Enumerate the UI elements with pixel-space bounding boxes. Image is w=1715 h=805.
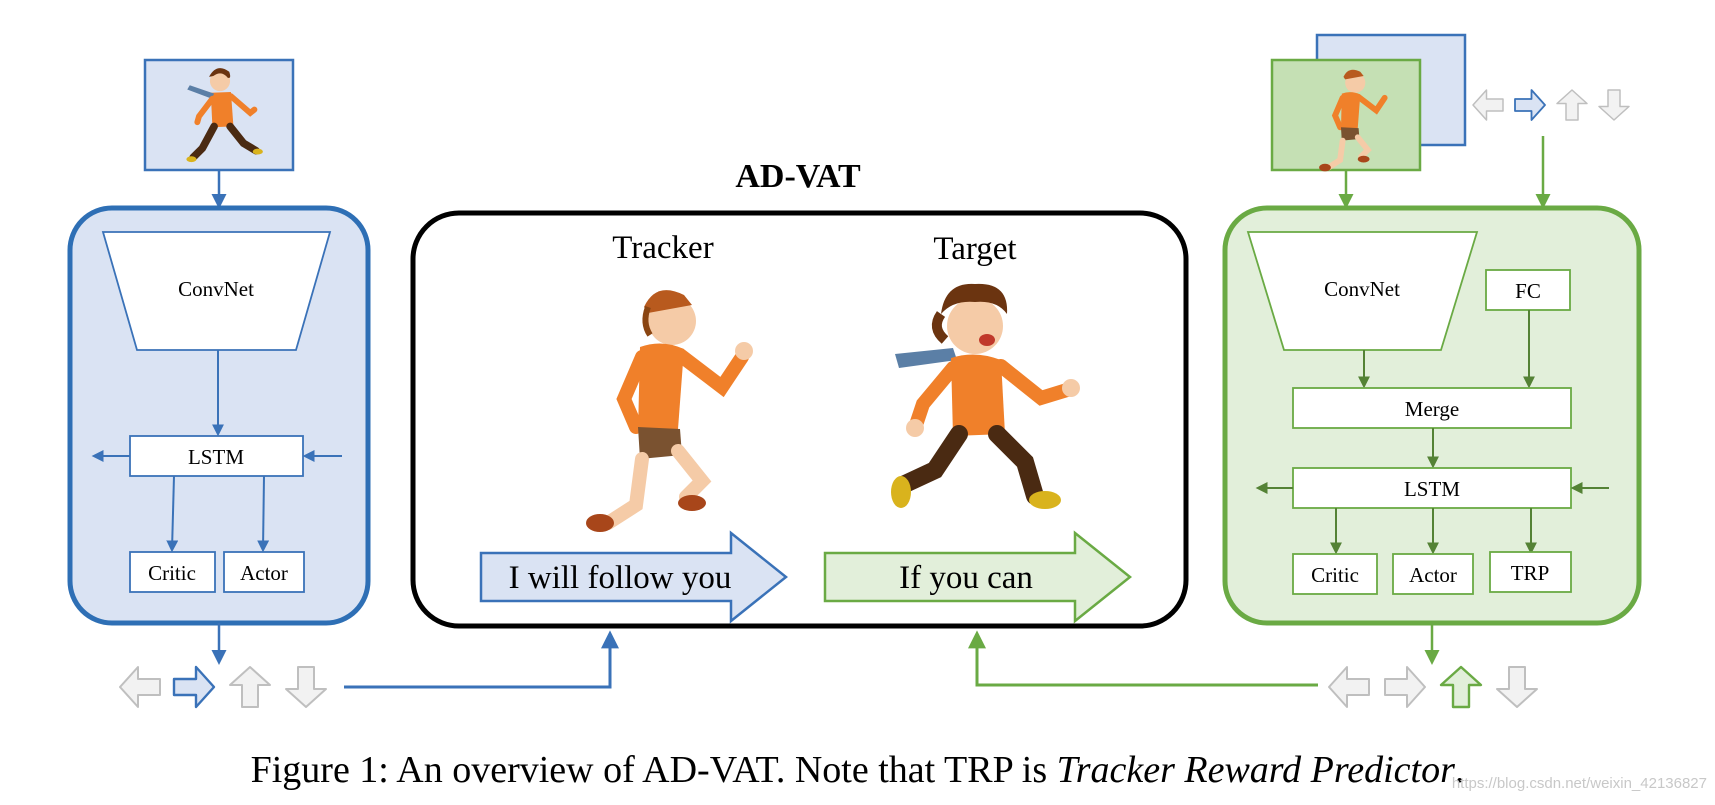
tracker-actor-block	[223, 551, 305, 593]
caption-prefix: Figure 1: An overview of AD-VAT. Note th…	[250, 749, 1057, 791]
tracker-speech-arrow	[479, 530, 789, 624]
action-right-arrow-icon	[1514, 89, 1546, 121]
target-agent-label: Target	[933, 231, 1016, 267]
target-actor-label: Actor	[1409, 563, 1457, 587]
target-convnet-block	[1246, 231, 1479, 351]
environment: AD-VAT Tracker Target	[410, 158, 1189, 629]
target-runner-icon	[891, 283, 1080, 509]
target-lstm-label: LSTM	[1404, 477, 1460, 501]
target-trp-block	[1489, 551, 1572, 593]
tracker-action-to-env-connector	[344, 630, 619, 689]
caption-suffix: .	[1454, 749, 1465, 791]
action-up-arrow-icon	[1556, 89, 1588, 121]
action-right-arrow-icon	[172, 665, 216, 709]
tracker-critic-label: Critic	[148, 561, 196, 585]
action-left-arrow-icon	[119, 666, 161, 708]
target-merge-block	[1292, 387, 1572, 429]
tracker-actor-label: Actor	[240, 561, 288, 585]
tracker-action-set	[119, 665, 327, 709]
target-actor-block	[1392, 553, 1474, 595]
target-action-to-env-connector	[968, 630, 1318, 687]
tracker-runner-thumbnail-icon	[1319, 69, 1388, 172]
tracker-convnet-label: ConvNet	[178, 277, 254, 301]
target-action-set	[1328, 665, 1538, 709]
target-fc-label: FC	[1515, 279, 1541, 303]
target-speech-arrow	[823, 530, 1133, 624]
target-critic-label: Critic	[1311, 563, 1359, 587]
action-down-arrow-icon	[1598, 89, 1630, 121]
tracker-agent-label: Tracker	[612, 230, 713, 266]
target-trp-label: TRP	[1511, 561, 1550, 585]
action-left-arrow-icon	[1472, 89, 1504, 121]
tracker-network: ConvNet LSTM Critic Actor	[67, 58, 619, 709]
target-input-action-set	[1472, 89, 1630, 121]
target-merge-label: Merge	[1405, 397, 1459, 421]
target-critic-block	[1292, 553, 1378, 595]
action-down-arrow-icon	[285, 666, 327, 708]
figure-caption: Figure 1: An overview of AD-VAT. Note th…	[0, 748, 1715, 792]
tracker-runner-icon	[586, 290, 753, 532]
target-network: ConvNet FC Merge LSTM Critic Actor TRP	[968, 33, 1642, 709]
tracker-speech-text: I will follow you	[509, 560, 732, 596]
tracker-critic-block	[129, 551, 216, 593]
watermark: https://blog.csdn.net/weixin_42136827	[1451, 775, 1707, 792]
action-down-arrow-icon	[1496, 666, 1538, 708]
caption-emphasis: Tracker Reward Predictor	[1056, 749, 1455, 791]
target-observation-frames	[1270, 33, 1467, 172]
action-right-arrow-icon	[1384, 666, 1426, 708]
tracker-observation-frame	[143, 58, 295, 172]
action-up-arrow-icon	[1439, 665, 1483, 709]
tracker-convnet-block	[101, 231, 332, 351]
target-runner-thumbnail-icon	[186, 68, 263, 163]
tracker-lstm-label: LSTM	[188, 445, 244, 469]
diagram-title: AD-VAT	[735, 158, 861, 195]
action-left-arrow-icon	[1328, 666, 1370, 708]
target-convnet-label: ConvNet	[1324, 277, 1400, 301]
tracker-lstm-block	[129, 435, 304, 477]
action-up-arrow-icon	[229, 666, 271, 708]
target-speech-text: If you can	[899, 560, 1033, 596]
